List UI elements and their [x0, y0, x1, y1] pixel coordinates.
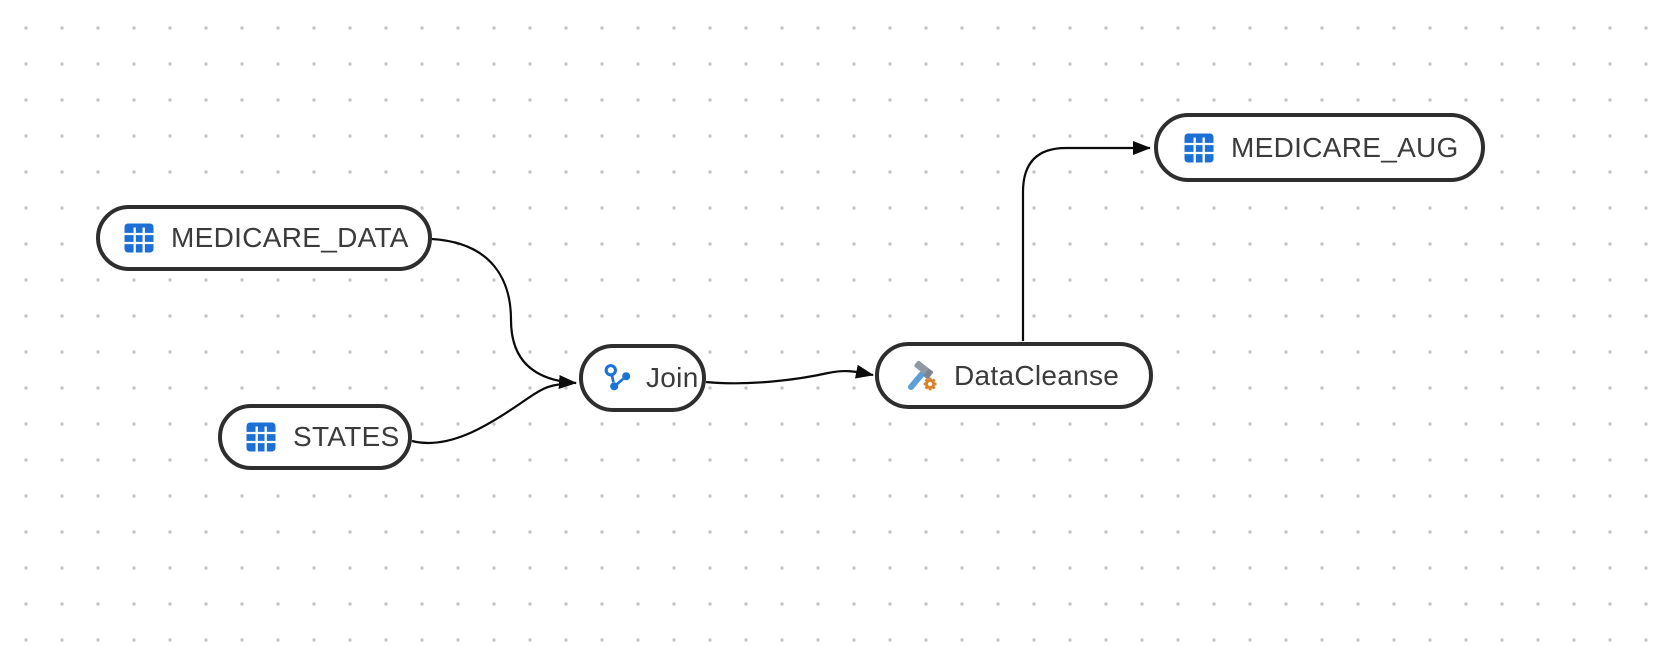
edge-join-to-datacleanse[interactable]	[705, 364, 874, 385]
edge-states-to-join[interactable]	[411, 382, 565, 445]
node-states[interactable]: STATES	[218, 404, 412, 470]
table-icon	[244, 420, 278, 454]
node-label: Join	[646, 362, 699, 393]
table-icon	[122, 221, 156, 255]
join-icon	[601, 362, 634, 395]
edge-medicare-data-to-join[interactable]	[431, 237, 577, 389]
hammer-gear-icon	[903, 357, 941, 395]
node-label: MEDICARE_AUG	[1231, 131, 1459, 163]
node-label: STATES	[293, 421, 400, 452]
node-datacleanse[interactable]: DataCleanse	[875, 342, 1153, 409]
node-label: DataCleanse	[954, 359, 1120, 391]
node-label: MEDICARE_DATA	[171, 222, 409, 253]
table-icon	[1182, 131, 1216, 165]
node-join[interactable]: Join	[579, 344, 706, 412]
edge-datacleanse-to-medicare-aug[interactable]	[1021, 141, 1151, 341]
node-medicare-data[interactable]: MEDICARE_DATA	[96, 205, 432, 271]
node-medicare-aug[interactable]: MEDICARE_AUG	[1154, 113, 1485, 182]
